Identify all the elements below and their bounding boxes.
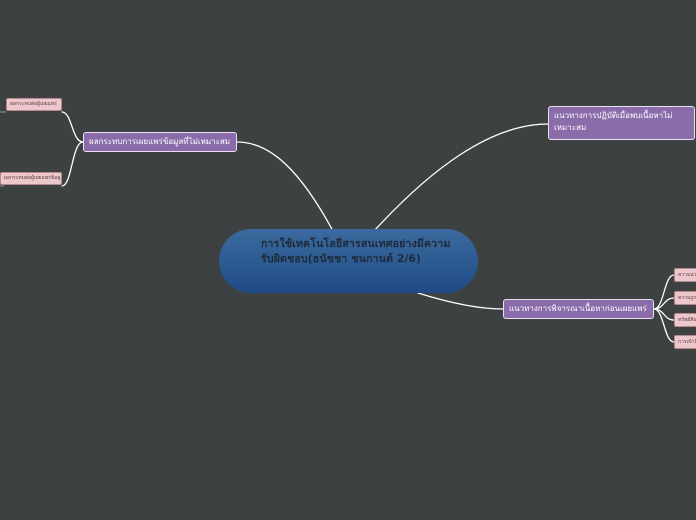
connector-center-right-top xyxy=(373,123,549,232)
subtopic-left-1-label: ผลกระทบต่อผู้เผยแพร่ xyxy=(10,101,57,107)
subtopic-rb-3[interactable]: ทรัพย์สินทางปัญญา xyxy=(674,313,696,327)
connector-center-right-bottom xyxy=(417,292,504,310)
connector-center-left xyxy=(236,141,334,232)
subtopic-left-1[interactable]: ผลกระทบต่อผู้เผยแพร่ xyxy=(6,98,62,111)
main-topic-right-top[interactable]: แนวทางการปฏิบัติเมื่อพบเนื้อหาไม่เหมาะสม xyxy=(548,106,695,140)
main-topic-right-bottom[interactable]: แนวทางการพิจารณาเนื้อหาก่อนเผยแพร่ xyxy=(503,299,654,319)
subtopic-rb-1-label: ความน่าเชื่อถือ xyxy=(678,272,696,278)
connector-left-sub-1 xyxy=(61,111,84,143)
subtopic-left-2[interactable]: ผลกระทบต่อผู้เผยแพร่ข้อมูลที่ไม่เหมาะสม xyxy=(0,172,62,185)
subtopic-left-2-label: ผลกระทบต่อผู้เผยแพร่ข้อมูลที่ไม่เหมาะสม xyxy=(4,175,61,181)
connector-rb-sub-1 xyxy=(653,274,675,310)
subtopic-rb-2[interactable]: ความถูกต้อง xyxy=(674,291,696,305)
main-topic-right-bottom-label: แนวทางการพิจารณาเนื้อหาก่อนเผยแพร่ xyxy=(509,304,647,313)
subtopic-rb-3-label: ทรัพย์สินทางปัญญา xyxy=(678,317,696,323)
central-topic-label: การใช้เทคโนโลยีสารสนเทศอย่างมีความรับผิด… xyxy=(261,238,451,265)
central-topic[interactable]: การใช้เทคโนโลยีสารสนเทศอย่างมีความรับผิด… xyxy=(219,229,478,293)
connector-left-sub-2 xyxy=(61,141,84,187)
connector-rb-sub-4 xyxy=(653,308,675,343)
main-topic-left-label: ผลกระทบการเผยแพร่ข้อมูลที่ไม่เหมาะสม xyxy=(89,137,231,146)
subtopic-rb-2-label: ความถูกต้อง xyxy=(678,295,696,301)
main-topic-left[interactable]: ผลกระทบการเผยแพร่ข้อมูลที่ไม่เหมาะสม xyxy=(83,132,237,152)
subtopic-rb-4-label: การเข้าถึง xyxy=(678,339,696,345)
subtopic-rb-4[interactable]: การเข้าถึง xyxy=(674,335,696,349)
main-topic-right-top-label: แนวทางการปฏิบัติเมื่อพบเนื้อหาไม่เหมาะสม xyxy=(554,111,673,132)
subtopic-rb-1[interactable]: ความน่าเชื่อถือ xyxy=(674,268,696,282)
